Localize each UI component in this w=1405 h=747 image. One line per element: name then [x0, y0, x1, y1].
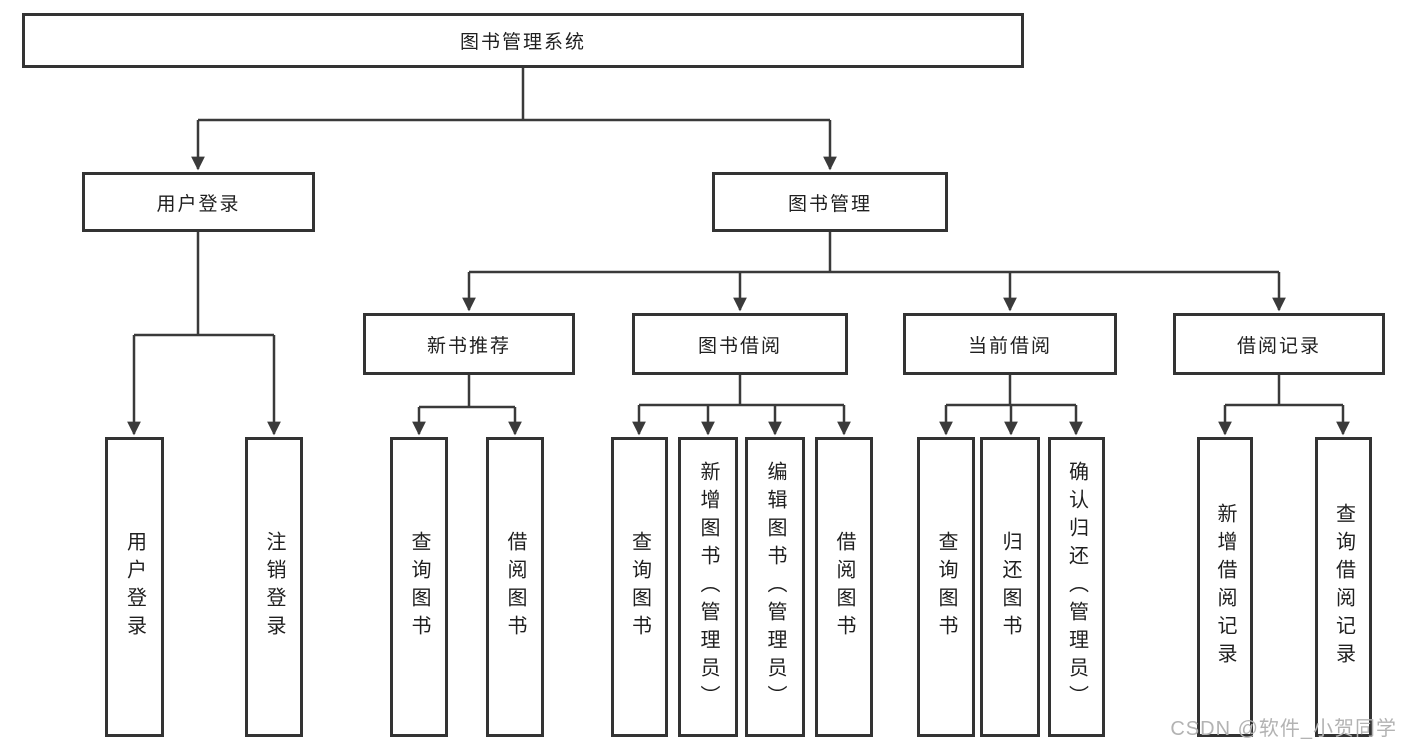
node-root-system: 图书管理系统 [22, 13, 1024, 68]
leaf-query-books-1: 查询图书 [390, 437, 448, 737]
leaf-edit-books-admin: 编辑图书（管理员） [745, 437, 805, 737]
csdn-watermark: CSDN @软件_小贺同学 [1170, 718, 1397, 740]
node-borrow-records: 借阅记录 [1173, 313, 1385, 375]
leaf-return-books: 归还图书 [980, 437, 1040, 737]
leaf-user-login: 用户登录 [105, 437, 164, 737]
leaf-confirm-return-admin: 确认归还（管理员） [1048, 437, 1105, 737]
leaf-query-books-3: 查询图书 [917, 437, 975, 737]
leaf-borrow-books-1: 借阅图书 [486, 437, 544, 737]
leaf-query-borrow-record: 查询借阅记录 [1315, 437, 1372, 737]
leaf-query-books-2: 查询图书 [611, 437, 668, 737]
leaf-borrow-books-2: 借阅图书 [815, 437, 873, 737]
leaf-add-books-admin: 新增图书（管理员） [678, 437, 738, 737]
node-book-borrowing: 图书借阅 [632, 313, 848, 375]
node-new-book-recommend: 新书推荐 [363, 313, 575, 375]
node-current-borrowing: 当前借阅 [903, 313, 1117, 375]
node-book-management: 图书管理 [712, 172, 948, 232]
leaf-add-borrow-record: 新增借阅记录 [1197, 437, 1253, 737]
leaf-logout: 注销登录 [245, 437, 303, 737]
node-user-login: 用户登录 [82, 172, 315, 232]
